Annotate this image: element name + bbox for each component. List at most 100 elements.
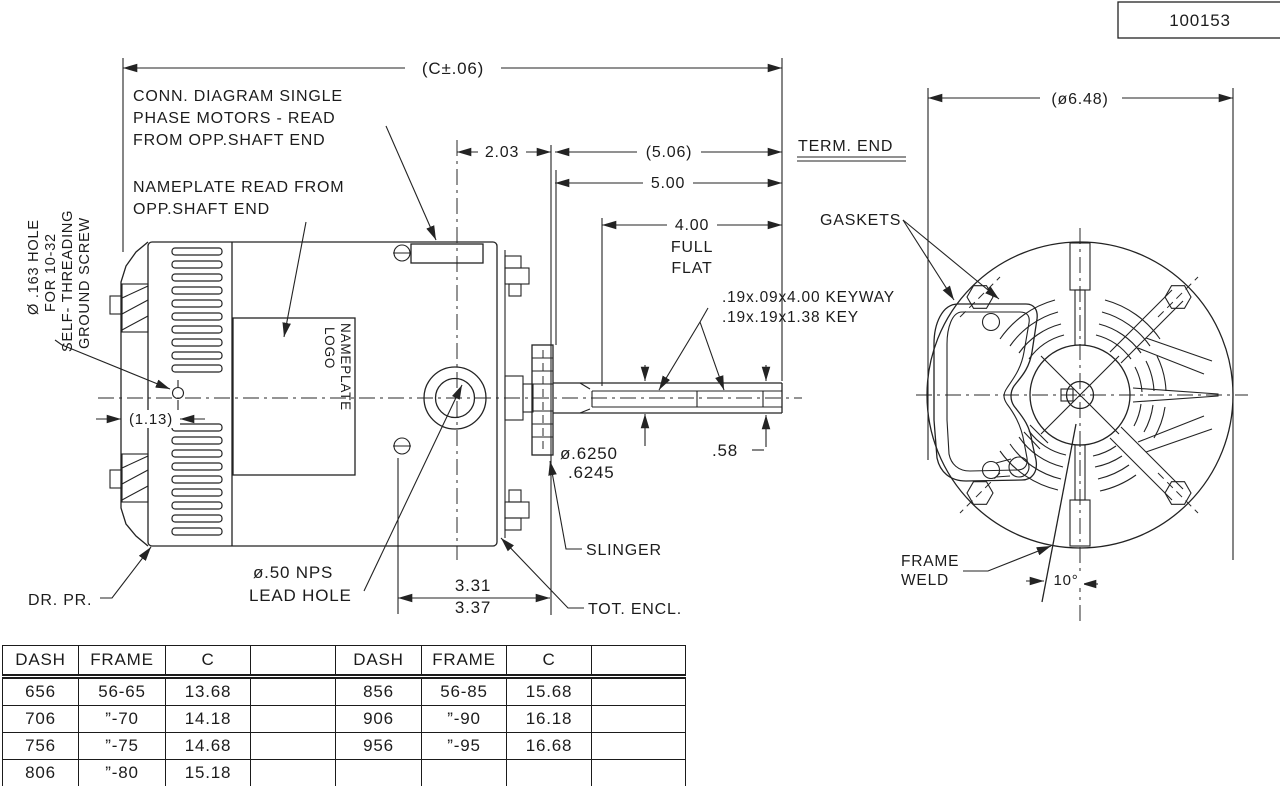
note-ground-screw-line3: SELF- THREADING: [60, 210, 76, 352]
note-nameplate-line1: NAMEPLATE READ FROM: [133, 179, 344, 196]
note-key: .19x.19x1.38 KEY: [722, 309, 859, 326]
table-cell: [591, 732, 686, 760]
table-cell: ”-90: [421, 705, 507, 733]
dim-0-58: .58: [712, 441, 738, 460]
mounting-bolts: [959, 276, 1199, 514]
leader-lines: [54, 125, 1052, 609]
table-cell: 956: [335, 732, 422, 760]
header-frame-right: FRAME: [421, 645, 507, 679]
dim-shaft-dia-max: ø.6250: [560, 444, 618, 463]
note-lead-hole-line1: ø.50 NPS: [253, 563, 333, 582]
end-view: [926, 241, 1234, 603]
table-cell: 16.18: [506, 705, 592, 733]
tie-bolt-bosses: [1069, 242, 1091, 547]
dim-4-00-flat: FLAT: [671, 260, 712, 277]
table-cell: [506, 759, 592, 786]
dim-weld-angle: 10°: [1053, 572, 1078, 589]
note-keyway: .19x.09x4.00 KEYWAY: [722, 289, 895, 306]
table-cell: [250, 759, 336, 786]
dim-2-03: 2.03: [485, 144, 519, 161]
table-cell: 656: [2, 676, 79, 706]
table-row: 806 ”-80 15.18: [2, 759, 686, 786]
screw: [393, 244, 411, 455]
table-cell: [591, 705, 686, 733]
label-slinger: SLINGER: [586, 542, 662, 559]
motor-body-outline: [147, 241, 498, 547]
lead-hole-hub: [423, 366, 487, 430]
table-row: 656 56-65 13.68 856 56-85 15.68: [2, 676, 686, 706]
frame-size-table: DASH FRAME C DASH FRAME C 656 56-65 13.6…: [2, 645, 686, 786]
label-frame-weld-line2: WELD: [901, 572, 949, 589]
table-header-row: DASH FRAME C DASH FRAME C: [2, 645, 686, 679]
dim-4-00: 4.00: [675, 217, 709, 234]
title-block: 100153: [1117, 1, 1280, 39]
nameplate-logo-line1: NAMEPLATE: [338, 323, 353, 411]
table-cell: ”-75: [78, 732, 166, 760]
table-cell: ”-80: [78, 759, 166, 786]
table-cell: [250, 676, 336, 706]
table-cell: 56-65: [78, 676, 166, 706]
weld-line: [1041, 423, 1077, 603]
dim-1-13: (1.13): [129, 411, 173, 428]
dim-text-backings: [124, 58, 1122, 588]
rear-bracket: [504, 250, 534, 538]
label-dr-pr: DR. PR.: [28, 592, 92, 609]
label-frame-weld-line1: FRAME: [901, 553, 959, 570]
vent-fins: [171, 247, 223, 536]
table-cell: [250, 705, 336, 733]
header-c-right: C: [506, 645, 592, 679]
note-ground-screw-line4: GROUND SCREW: [77, 217, 93, 349]
label-term-end: TERM. END: [798, 138, 893, 155]
note-conn-diagram-line2: PHASE MOTORS - READ: [133, 110, 336, 127]
table-cell: 906: [335, 705, 422, 733]
table-cell: ”-95: [421, 732, 507, 760]
nameplate-outline: [232, 317, 356, 476]
table-cell: 756: [2, 732, 79, 760]
table-cell: 15.68: [506, 676, 592, 706]
header-c-left: C: [165, 645, 251, 679]
header-frame-left: FRAME: [78, 645, 166, 679]
table-cell: [591, 676, 686, 706]
slinger: [531, 344, 554, 456]
table-cell: 856: [335, 676, 422, 706]
table-cell: 14.68: [165, 732, 251, 760]
shaft-keyway-end: [1060, 388, 1074, 402]
table-cell: [250, 732, 336, 760]
table-cell: 806: [2, 759, 79, 786]
table-cell: 56-85: [421, 676, 507, 706]
table-row: 706 ”-70 14.18 906 ”-90 16.18: [2, 705, 686, 733]
table-cell: 14.18: [165, 705, 251, 733]
table-cell: ”-70: [78, 705, 166, 733]
table-cell: [421, 759, 507, 786]
header-blank-right: [591, 645, 686, 679]
table-cell: [591, 759, 686, 786]
note-nameplate-line2: OPP.SHAFT END: [133, 201, 270, 218]
conn-diagram-plate: [410, 243, 484, 264]
note-ground-screw-line1: Ø .163 HOLE: [26, 219, 42, 315]
dim-outer-dia: (ø6.48): [1051, 91, 1108, 108]
gasket: [933, 303, 1038, 482]
table-cell: 706: [2, 705, 79, 733]
header-blank-left: [250, 645, 336, 679]
dim-3-37: 3.37: [455, 598, 491, 617]
dim-overall-c: (C±.06): [422, 59, 484, 78]
drawing-number: 100153: [1169, 11, 1231, 30]
vent-arcs: [999, 299, 1167, 492]
centerlines: [98, 140, 1248, 622]
annotations: (C±.06) CONN. DIAGRAM SINGLE PHASE MOTOR…: [26, 59, 1108, 618]
radial-ribs: [1023, 289, 1219, 501]
table-cell: 13.68: [165, 676, 251, 706]
table-cell: [335, 759, 422, 786]
header-dash-left: DASH: [2, 645, 79, 679]
table-row: 756 ”-75 14.68 956 ”-95 16.68: [2, 732, 686, 760]
dim-5-00: 5.00: [651, 175, 685, 192]
dim-3-31: 3.31: [455, 576, 491, 595]
header-dash-right: DASH: [335, 645, 422, 679]
table-cell: 15.18: [165, 759, 251, 786]
ground-screw-hole: [171, 386, 185, 400]
note-lead-hole-line2: LEAD HOLE: [249, 586, 352, 605]
dim-4-00-full: FULL: [671, 239, 713, 256]
label-tot-encl: TOT. ENCL.: [588, 601, 682, 618]
